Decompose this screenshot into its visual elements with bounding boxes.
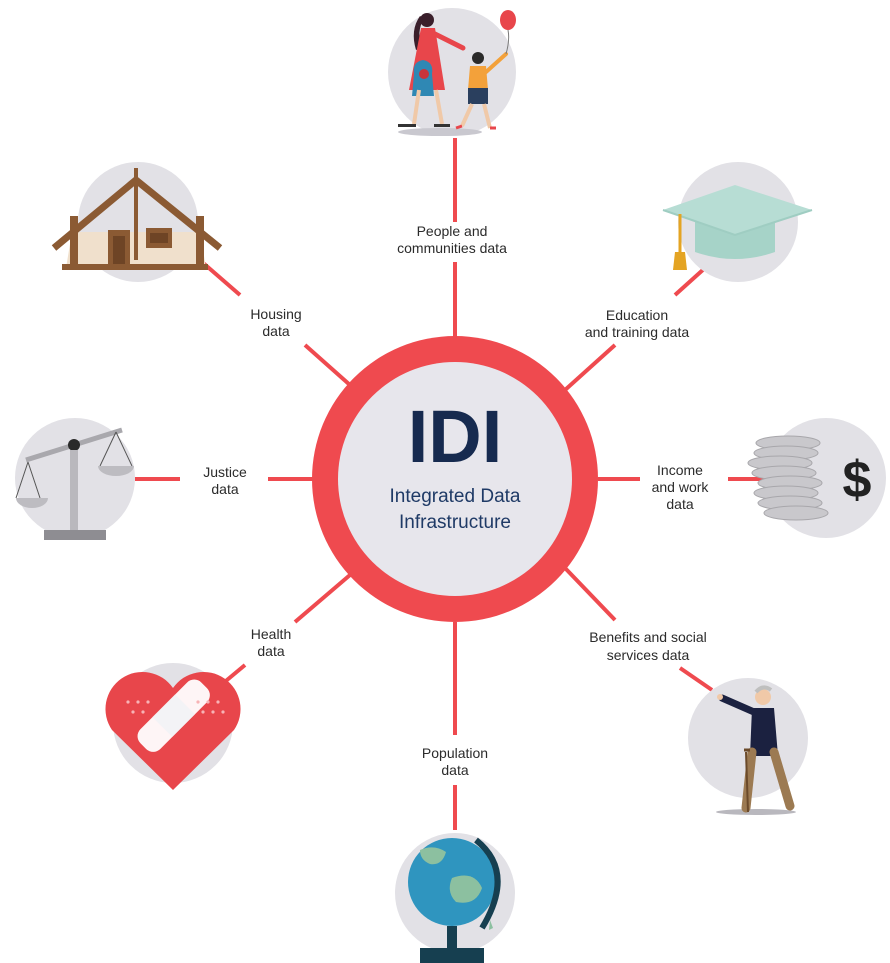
label-income-3: data	[666, 496, 693, 512]
idi-hub: IDI Integrated Data Infrastructure	[312, 336, 598, 622]
label-education-2: and training data	[585, 324, 690, 340]
spoke-line-education-outer	[673, 266, 707, 297]
hub-subtitle-line2: Infrastructure	[399, 512, 511, 533]
coins-dollar-icon: $	[747, 435, 872, 521]
spoke-line-benefits-outer	[678, 666, 714, 692]
dollar-symbol: $	[843, 451, 872, 509]
label-education-1: Education	[606, 307, 668, 323]
label-population-1: Population	[422, 745, 488, 761]
house-icon	[51, 168, 223, 270]
label-benefits-1: Benefits and social	[589, 629, 707, 645]
spoke-line-housing	[200, 260, 242, 297]
spoke-line-benefits	[563, 566, 617, 622]
spoke-labels: People and communities data Education an…	[203, 223, 709, 778]
spoke-line-housing-inner	[303, 343, 352, 387]
label-people-2: communities data	[397, 240, 507, 256]
globe-icon	[408, 837, 501, 963]
heart-bandage-icon	[105, 671, 241, 790]
label-housing-2: data	[262, 323, 289, 339]
label-housing-1: Housing	[250, 306, 301, 322]
graduation-cap-icon	[662, 185, 813, 270]
spoke-line-health	[293, 573, 352, 624]
hub-acronym: IDI	[408, 395, 503, 478]
label-population-2: data	[441, 762, 468, 778]
people-icon-bg	[388, 8, 516, 136]
label-justice-1: Justice	[203, 464, 247, 480]
spoke-line-education	[563, 343, 617, 392]
label-people-1: People and	[417, 223, 488, 239]
label-income-2: and work	[652, 479, 710, 495]
scales-of-justice-icon	[15, 427, 134, 540]
family-with-balloon-icon	[398, 10, 516, 136]
hub-center	[338, 362, 572, 596]
label-justice-2: data	[211, 481, 238, 497]
hub-subtitle-line1: Integrated Data	[390, 486, 521, 507]
label-benefits-2: services data	[607, 647, 690, 663]
elderly-person-with-cane-icon	[716, 685, 796, 815]
label-health-2: data	[257, 643, 284, 659]
label-health-1: Health	[251, 626, 291, 642]
label-income-1: Income	[657, 462, 703, 478]
